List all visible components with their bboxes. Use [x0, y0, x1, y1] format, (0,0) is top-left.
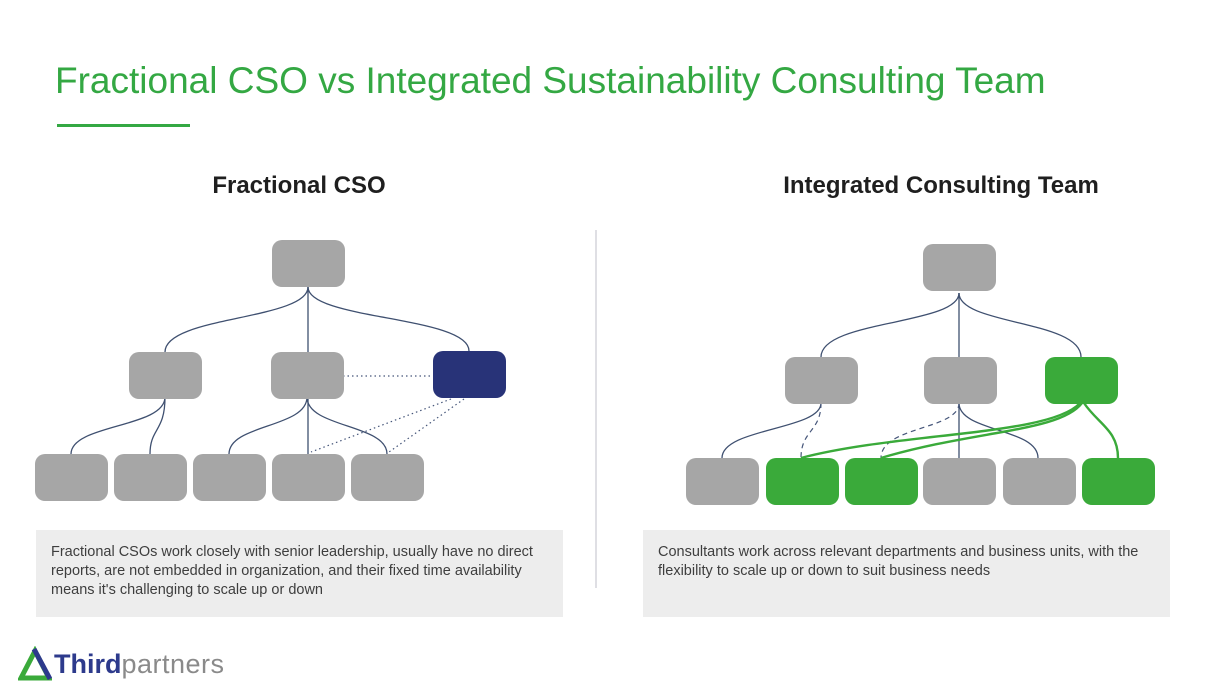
org-node-gray — [923, 244, 996, 291]
connector-line — [820, 292, 960, 358]
thirdpartners-logo: Thirdpartners — [18, 646, 225, 682]
connector-line — [149, 396, 166, 455]
right-description-box: Consultants work across relevant departm… — [643, 530, 1170, 617]
left-description-box: Fractional CSOs work closely with senior… — [36, 530, 563, 617]
org-node-navy — [433, 351, 506, 398]
org-node-gray — [114, 454, 187, 501]
green-line — [800, 402, 1081, 460]
org-node-gray — [272, 454, 345, 501]
org-node-green — [1045, 357, 1118, 404]
title-underline — [57, 124, 190, 127]
green-line — [880, 402, 1083, 460]
logo-text-partners: partners — [121, 648, 225, 679]
dashed-line — [880, 402, 960, 459]
logo-text-third: Third — [54, 648, 122, 679]
dashed-line — [800, 402, 822, 459]
page-title: Fractional CSO vs Integrated Sustainabil… — [55, 60, 1046, 101]
connector-line — [958, 292, 1082, 358]
right-description-text: Consultants work across relevant departm… — [658, 544, 1139, 580]
org-node-green — [845, 458, 918, 505]
connector-line — [164, 286, 309, 353]
org-node-gray — [686, 458, 759, 505]
dotted-line — [310, 398, 452, 453]
left-panel-heading: Fractional CSO — [212, 172, 386, 199]
green-line — [1083, 402, 1120, 459]
org-node-gray — [924, 357, 997, 404]
org-node-gray — [272, 240, 345, 287]
org-node-gray — [129, 352, 202, 399]
connector-line — [228, 396, 308, 455]
left-description-text: Fractional CSOs work closely with senior… — [51, 544, 533, 599]
org-node-gray — [271, 352, 344, 399]
right-dashed-connectors — [800, 402, 960, 459]
org-node-green — [766, 458, 839, 505]
org-node-gray — [351, 454, 424, 501]
org-node-green — [1082, 458, 1155, 505]
connector-line — [307, 286, 470, 352]
connector-line — [958, 402, 1039, 459]
org-node-gray — [923, 458, 996, 505]
right-green-connectors — [800, 402, 1120, 460]
org-node-gray — [1003, 458, 1076, 505]
dotted-line — [388, 398, 465, 453]
org-node-gray — [35, 454, 108, 501]
vertical-divider — [595, 230, 597, 588]
org-node-gray — [785, 357, 858, 404]
connector-line — [70, 396, 166, 455]
connector-line — [721, 402, 822, 459]
right-solid-connectors — [721, 292, 1082, 459]
org-node-gray — [193, 454, 266, 501]
right-panel-heading: Integrated Consulting Team — [783, 172, 1099, 199]
logo-wordmark: Thirdpartners — [54, 649, 225, 680]
triangle-logo-icon — [18, 646, 52, 681]
connector-line — [306, 396, 388, 455]
